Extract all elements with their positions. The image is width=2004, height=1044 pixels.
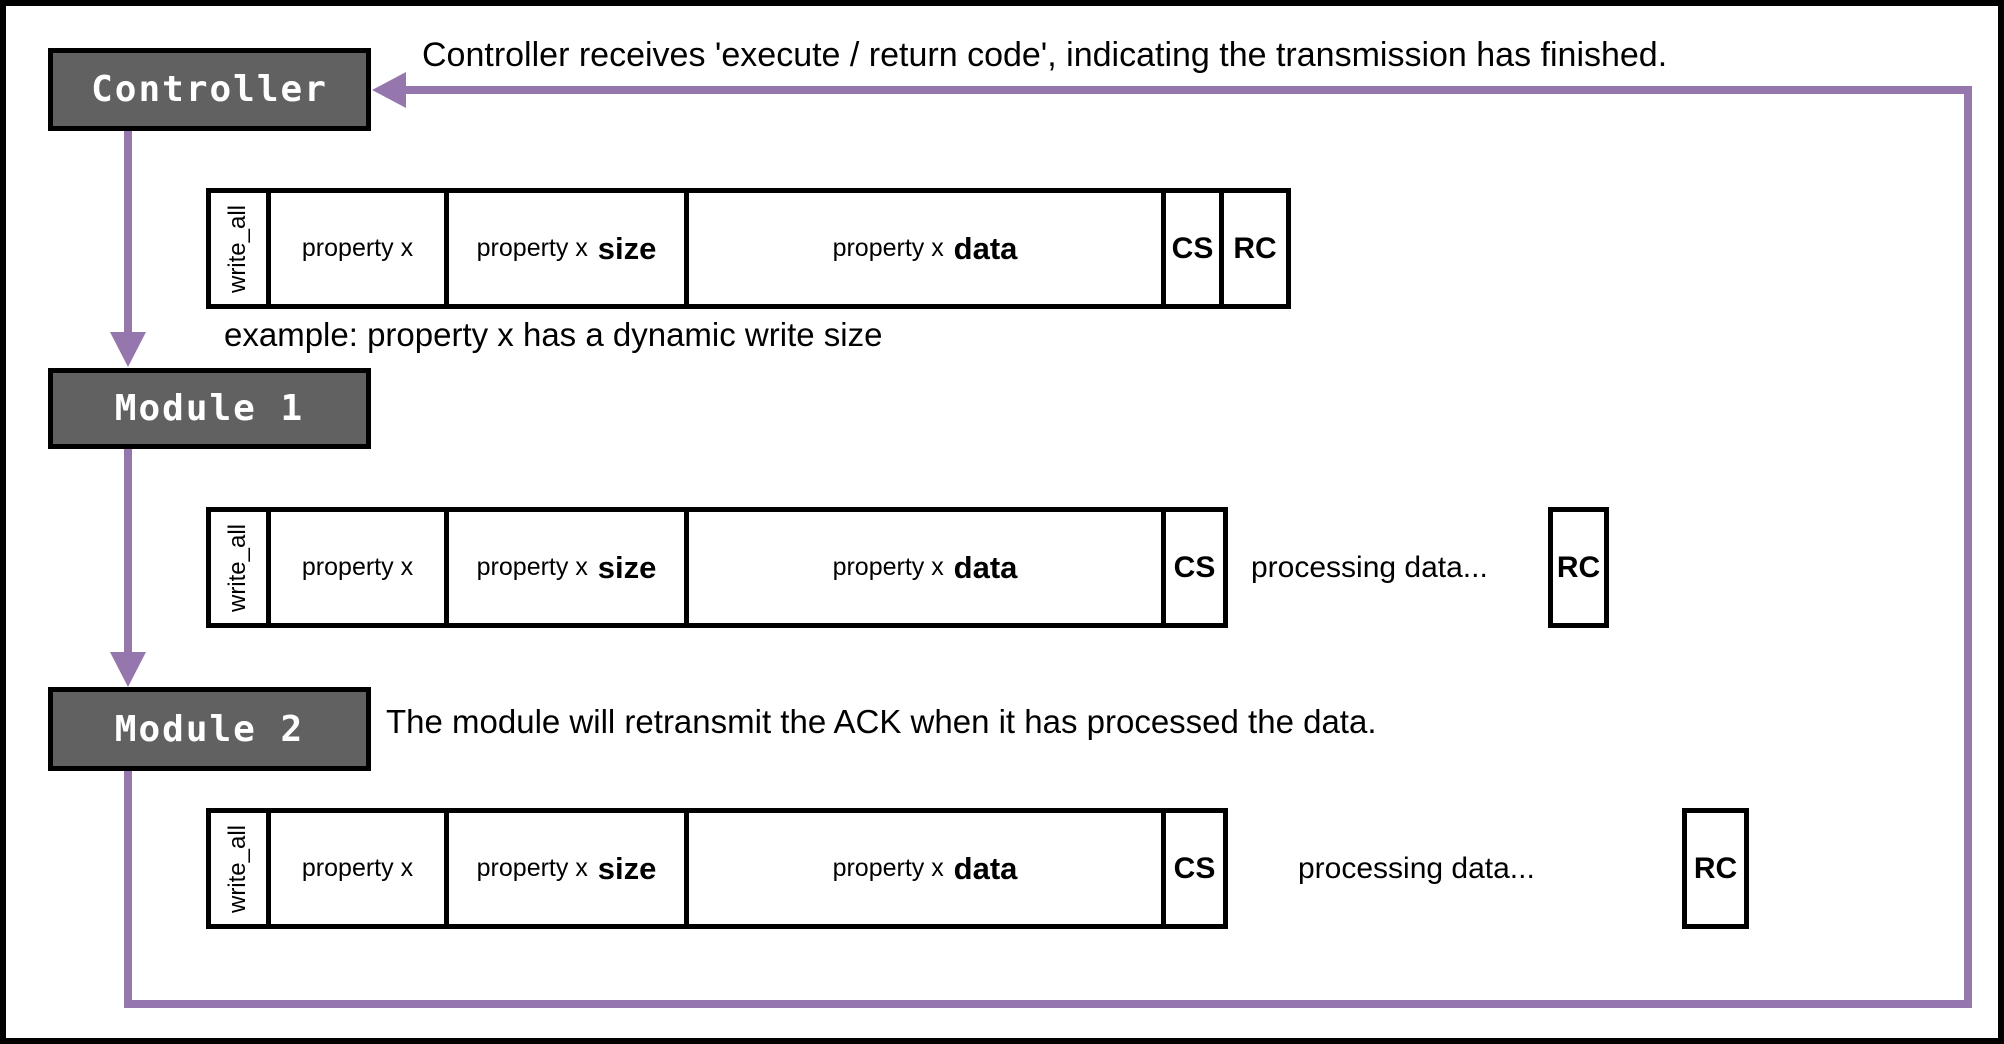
flow-line-bottom	[124, 1000, 1972, 1008]
return-code-box: RC	[1682, 808, 1749, 929]
flow-line-module1-to-module2	[124, 449, 132, 653]
return-code-box: RC	[1548, 507, 1609, 628]
arrow-left-icon	[372, 72, 406, 108]
data-word-label: data	[953, 850, 1018, 886]
data-prefix-label: property x	[832, 553, 944, 581]
property-x-label: property x	[301, 553, 414, 581]
cell-property-data: property x data	[689, 813, 1166, 924]
cell-property-size: property x size	[449, 813, 689, 924]
top-caption: Controller receives 'execute / return co…	[422, 36, 1668, 74]
arrow-down-icon	[110, 332, 146, 367]
size-word-label: size	[597, 230, 657, 266]
arrow-down-icon	[110, 652, 146, 687]
size-word-label: size	[597, 850, 657, 886]
data-word-label: data	[953, 230, 1018, 266]
processing-label: processing data...	[1298, 851, 1535, 885]
packet-frame-controller: write_all property x property x size pro…	[206, 188, 1291, 309]
module-2-node: Module 2	[48, 687, 371, 771]
data-prefix-label: property x	[832, 854, 944, 882]
write-all-label: write_all	[224, 824, 252, 913]
flow-line-right	[1964, 86, 1972, 1008]
property-x-label: property x	[301, 234, 414, 262]
property-x-label: property x	[301, 854, 414, 882]
cell-property-size: property x size	[449, 193, 689, 304]
cell-write-all: write_all	[211, 512, 271, 623]
cell-checksum: CS	[1166, 193, 1224, 304]
flow-line-controller-to-module1	[124, 131, 132, 333]
module-2-node-label: Module 2	[114, 708, 305, 750]
controller-node-label: Controller	[91, 69, 328, 110]
packet-frame-module2: write_all property x property x size pro…	[206, 808, 1228, 929]
module2-caption: The module will retransmit the ACK when …	[386, 703, 1377, 740]
flow-line-return-top	[404, 86, 1972, 94]
data-prefix-label: property x	[832, 234, 944, 262]
example-caption: example: property x has a dynamic write …	[224, 316, 883, 353]
cell-checksum: CS	[1173, 851, 1216, 885]
packet-frame-module1: write_all property x property x size pro…	[206, 507, 1228, 628]
module-1-node: Module 1	[48, 368, 371, 449]
cell-property-size: property x size	[449, 512, 689, 623]
data-word-label: data	[953, 549, 1018, 585]
cell-property-data: property x data	[689, 193, 1166, 304]
module-1-node-label: Module 1	[114, 388, 305, 429]
write-all-label: write_all	[224, 204, 252, 293]
cell-property-x: property x	[271, 813, 449, 924]
processing-label: processing data...	[1251, 550, 1488, 584]
cell-checksum: CS	[1173, 550, 1216, 584]
size-word-label: size	[597, 549, 657, 585]
cell-write-all: write_all	[211, 193, 271, 304]
cell-return-code: RC	[1233, 231, 1277, 265]
cell-property-data: property x data	[689, 512, 1166, 623]
size-prefix-label: property x	[476, 854, 588, 882]
size-prefix-label: property x	[476, 553, 588, 581]
cell-property-x: property x	[271, 193, 449, 304]
controller-node: Controller	[48, 48, 371, 131]
size-prefix-label: property x	[476, 234, 588, 262]
flow-line-module2-down	[124, 771, 132, 1008]
cell-property-x: property x	[271, 512, 449, 623]
write-all-label: write_all	[224, 523, 252, 612]
cell-write-all: write_all	[211, 813, 271, 924]
